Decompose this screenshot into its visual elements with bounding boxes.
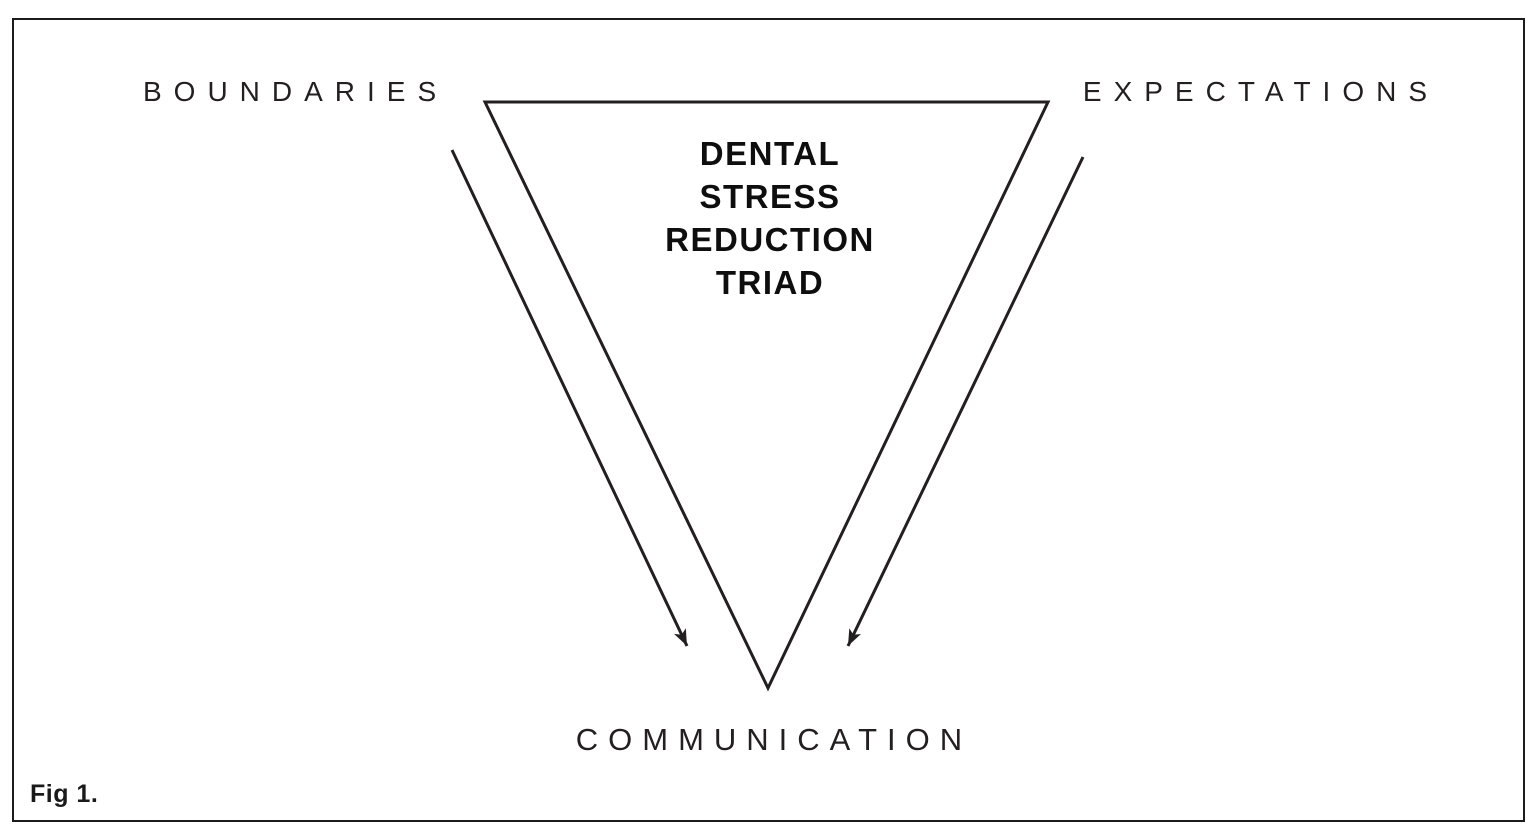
label-boundaries: BOUNDARIES: [143, 76, 449, 107]
triad-title: DENTAL STRESS REDUCTION TRIAD: [665, 132, 875, 304]
triad-title-line-2: STRESS: [699, 178, 841, 215]
label-expectations: EXPECTATIONS: [1082, 76, 1439, 107]
figure-caption: Fig 1.: [30, 780, 99, 808]
label-communication: COMMUNICATION: [575, 722, 973, 757]
triad-title-line-4: TRIAD: [715, 264, 825, 301]
triad-title-line-1: DENTAL: [699, 135, 841, 172]
triad-title-line-3: REDUCTION: [665, 221, 875, 258]
